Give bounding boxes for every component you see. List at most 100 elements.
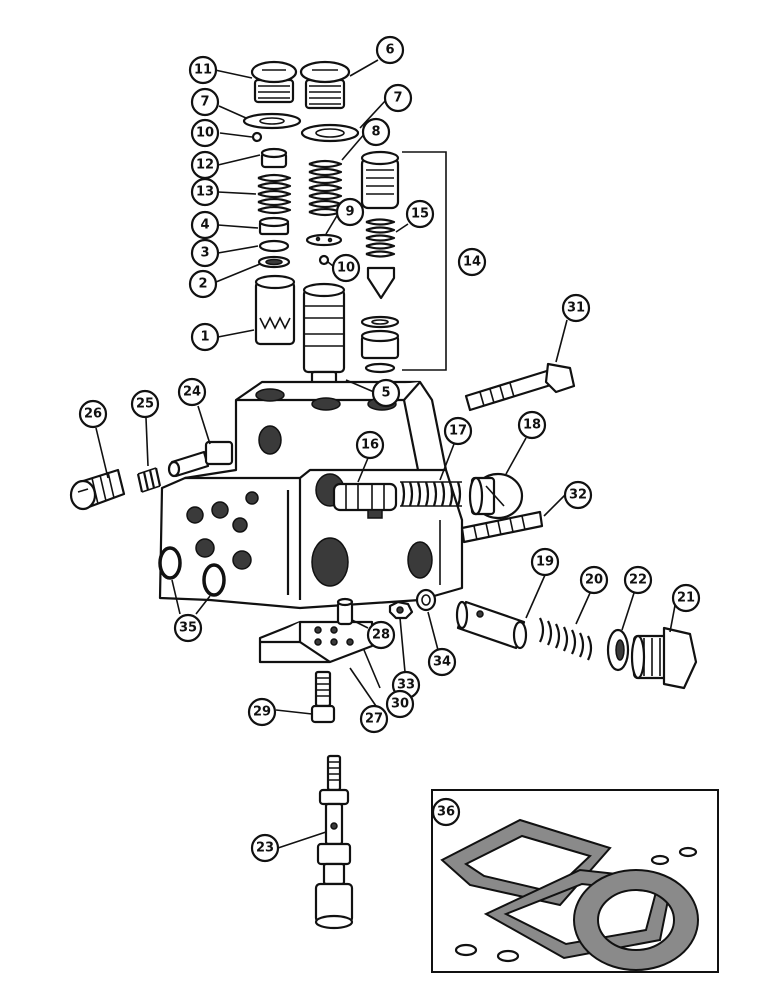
callout-32-label: 32: [569, 488, 587, 503]
callout-18-label: 18: [523, 418, 541, 433]
callout-10-mid-label: 10: [337, 261, 355, 276]
callout-27: 27: [359, 704, 389, 734]
washer-22: [606, 628, 630, 672]
callout-17-label: 17: [449, 424, 467, 439]
callout-30: 30: [385, 689, 415, 719]
callout-12: 12: [190, 150, 220, 180]
callout-2: 2: [188, 269, 218, 299]
callout-3-label: 3: [200, 246, 209, 261]
callout-33-label: 33: [397, 678, 415, 693]
plate-9: [305, 233, 343, 247]
washer-34: [415, 588, 437, 612]
washer-7-left: [242, 112, 302, 130]
piston-1: [254, 274, 296, 346]
callout-4: 4: [190, 210, 220, 240]
plug-26: [69, 468, 126, 511]
ball-10-mid: [318, 254, 330, 266]
callout-6: 6: [375, 35, 405, 65]
callout-23-label: 23: [256, 841, 274, 856]
callout-8: 8: [361, 117, 391, 147]
plug-21: [630, 626, 698, 690]
retainer-4: [258, 216, 290, 236]
callout-18: 18: [517, 410, 547, 440]
bolt-31: [464, 362, 576, 412]
spring-17: [400, 481, 462, 507]
callout-13-label: 13: [196, 185, 214, 200]
ball-10-top: [251, 131, 263, 143]
callout-34-label: 34: [433, 655, 451, 670]
callout-31: 31: [561, 293, 591, 323]
spool-23: [314, 754, 354, 930]
washer-7-right: [300, 123, 360, 143]
callout-16-label: 16: [361, 438, 379, 453]
callout-31-label: 31: [567, 301, 585, 316]
callout-11-label: 11: [194, 63, 212, 78]
callout-30-label: 30: [391, 697, 409, 712]
callout-7-right: 7: [383, 83, 413, 113]
callout-20: 20: [579, 565, 609, 595]
plunger-19: [455, 600, 528, 650]
washer-3: [258, 239, 290, 253]
callout-29: 29: [247, 697, 277, 727]
spring-25: [136, 467, 162, 493]
callout-24-label: 24: [183, 385, 201, 400]
callout-24: 24: [177, 377, 207, 407]
callout-22: 22: [623, 565, 653, 595]
callout-12-label: 12: [196, 158, 214, 173]
valve-assembly-14: [360, 150, 447, 374]
callout-15-label: 15: [411, 207, 429, 222]
nut-33: [388, 600, 414, 620]
callout-14-label: 14: [463, 255, 481, 270]
mounting-bracket-27: [258, 620, 374, 664]
callout-20-label: 20: [585, 573, 603, 588]
callout-1-label: 1: [200, 330, 209, 345]
callout-2-label: 2: [198, 277, 207, 292]
callout-25: 25: [130, 389, 160, 419]
valve-24: [167, 440, 234, 478]
callout-5-label: 5: [381, 386, 390, 401]
callout-34: 34: [427, 647, 457, 677]
spring-13: [257, 173, 292, 215]
gasket-kit-36: [431, 789, 719, 973]
seat-12: [260, 147, 288, 169]
callout-23: 23: [250, 833, 280, 863]
plug-18: [468, 472, 524, 520]
callout-36-label: 36: [437, 805, 455, 820]
callout-17: 17: [443, 416, 473, 446]
pin-28: [336, 597, 354, 626]
callout-27-label: 27: [365, 712, 383, 727]
callout-16: 16: [355, 430, 385, 460]
callout-7-right-label: 7: [393, 91, 402, 106]
bolt-29: [310, 670, 336, 724]
callout-28: 28: [366, 620, 396, 650]
callout-15: 15: [405, 199, 435, 229]
callout-11: 11: [188, 55, 218, 85]
plunger-16: [332, 482, 398, 519]
callout-10-mid: 10: [331, 253, 361, 283]
callout-26: 26: [78, 399, 108, 429]
callout-7-left-label: 7: [200, 95, 209, 110]
callout-19: 19: [530, 547, 560, 577]
callout-32: 32: [563, 480, 593, 510]
callout-29-label: 29: [253, 705, 271, 720]
callout-28-label: 28: [372, 628, 390, 643]
callout-13: 13: [190, 177, 220, 207]
callout-26-label: 26: [84, 407, 102, 422]
callout-36: 36: [431, 797, 461, 827]
stud-32: [460, 510, 544, 544]
callout-21-label: 21: [677, 591, 695, 606]
callout-25-label: 25: [136, 397, 154, 412]
callout-9-label: 9: [345, 205, 354, 220]
cap-plug-11: [250, 60, 298, 104]
callout-19-label: 19: [536, 555, 554, 570]
callout-22-label: 22: [629, 573, 647, 588]
callout-4-label: 4: [200, 218, 209, 233]
callout-10-top: 10: [190, 118, 220, 148]
spring-20: [539, 617, 593, 661]
callout-5: 5: [371, 378, 401, 408]
callout-3: 3: [190, 238, 220, 268]
callout-1: 1: [190, 322, 220, 352]
cap-plug-6: [299, 60, 351, 110]
